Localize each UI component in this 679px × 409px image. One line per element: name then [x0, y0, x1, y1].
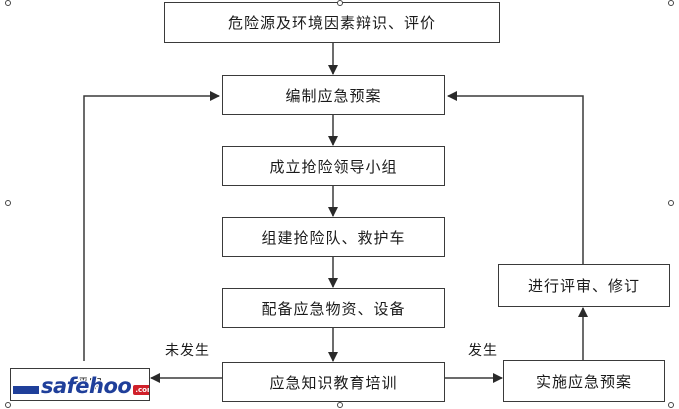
node-review-revise: 进行评审、修订	[498, 264, 670, 307]
selection-handle-bc[interactable]	[337, 402, 343, 408]
node-rescue-leadership-team-label: 成立抢险领导小组	[269, 157, 398, 176]
edge-label-not-occurred: 未发生	[165, 343, 210, 359]
node-training: 应急知识教育培训	[222, 362, 445, 402]
node-rescue-squad-label: 组建抢险队、救护车	[261, 228, 406, 247]
node-prepare-emergency-plan-label: 编制应急预案	[285, 86, 382, 105]
node-rescue-leadership-team: 成立抢险领导小组	[222, 146, 445, 186]
node-implement-plan-label: 实施应急预案	[535, 372, 632, 391]
logo-stripe-icon	[13, 386, 39, 394]
selection-handle-tr[interactable]	[668, 0, 674, 6]
node-hazard-identification: 危险源及环境因素辩识、评价	[164, 2, 500, 43]
node-implement-plan: 实施应急预案	[503, 360, 665, 402]
safehoo-logo: safehoo .com	[13, 374, 149, 398]
selection-handle-tl[interactable]	[5, 0, 11, 6]
node-emergency-supplies: 配备应急物资、设备	[222, 288, 445, 328]
selection-handle-bl[interactable]	[5, 402, 11, 408]
feedback-loop-right	[447, 91, 584, 264]
selection-handle-br[interactable]	[668, 402, 674, 408]
node-review-revise-label: 进行评审、修订	[527, 277, 640, 295]
feedback-loop-left	[83, 91, 220, 361]
selection-handle-mr[interactable]	[668, 200, 674, 206]
node-hazard-identification-label: 危险源及环境因素辩识、评价	[227, 14, 436, 32]
selection-handle-ml[interactable]	[5, 200, 11, 206]
node-emergency-supplies-label: 配备应急物资、设备	[261, 299, 406, 318]
logo-domain-badge: .com	[133, 385, 149, 395]
node-training-label: 应急知识教育培训	[269, 373, 398, 392]
edge-label-occurred: 发生	[468, 343, 498, 359]
selection-handle-tc[interactable]	[337, 0, 343, 6]
node-left-review: 评审 safehoo .com	[10, 368, 150, 401]
node-rescue-squad: 组建抢险队、救护车	[222, 217, 445, 257]
node-left-review-label: 评审	[75, 377, 104, 392]
node-prepare-emergency-plan: 编制应急预案	[222, 75, 445, 115]
logo-brand-text: safehoo	[41, 374, 132, 398]
